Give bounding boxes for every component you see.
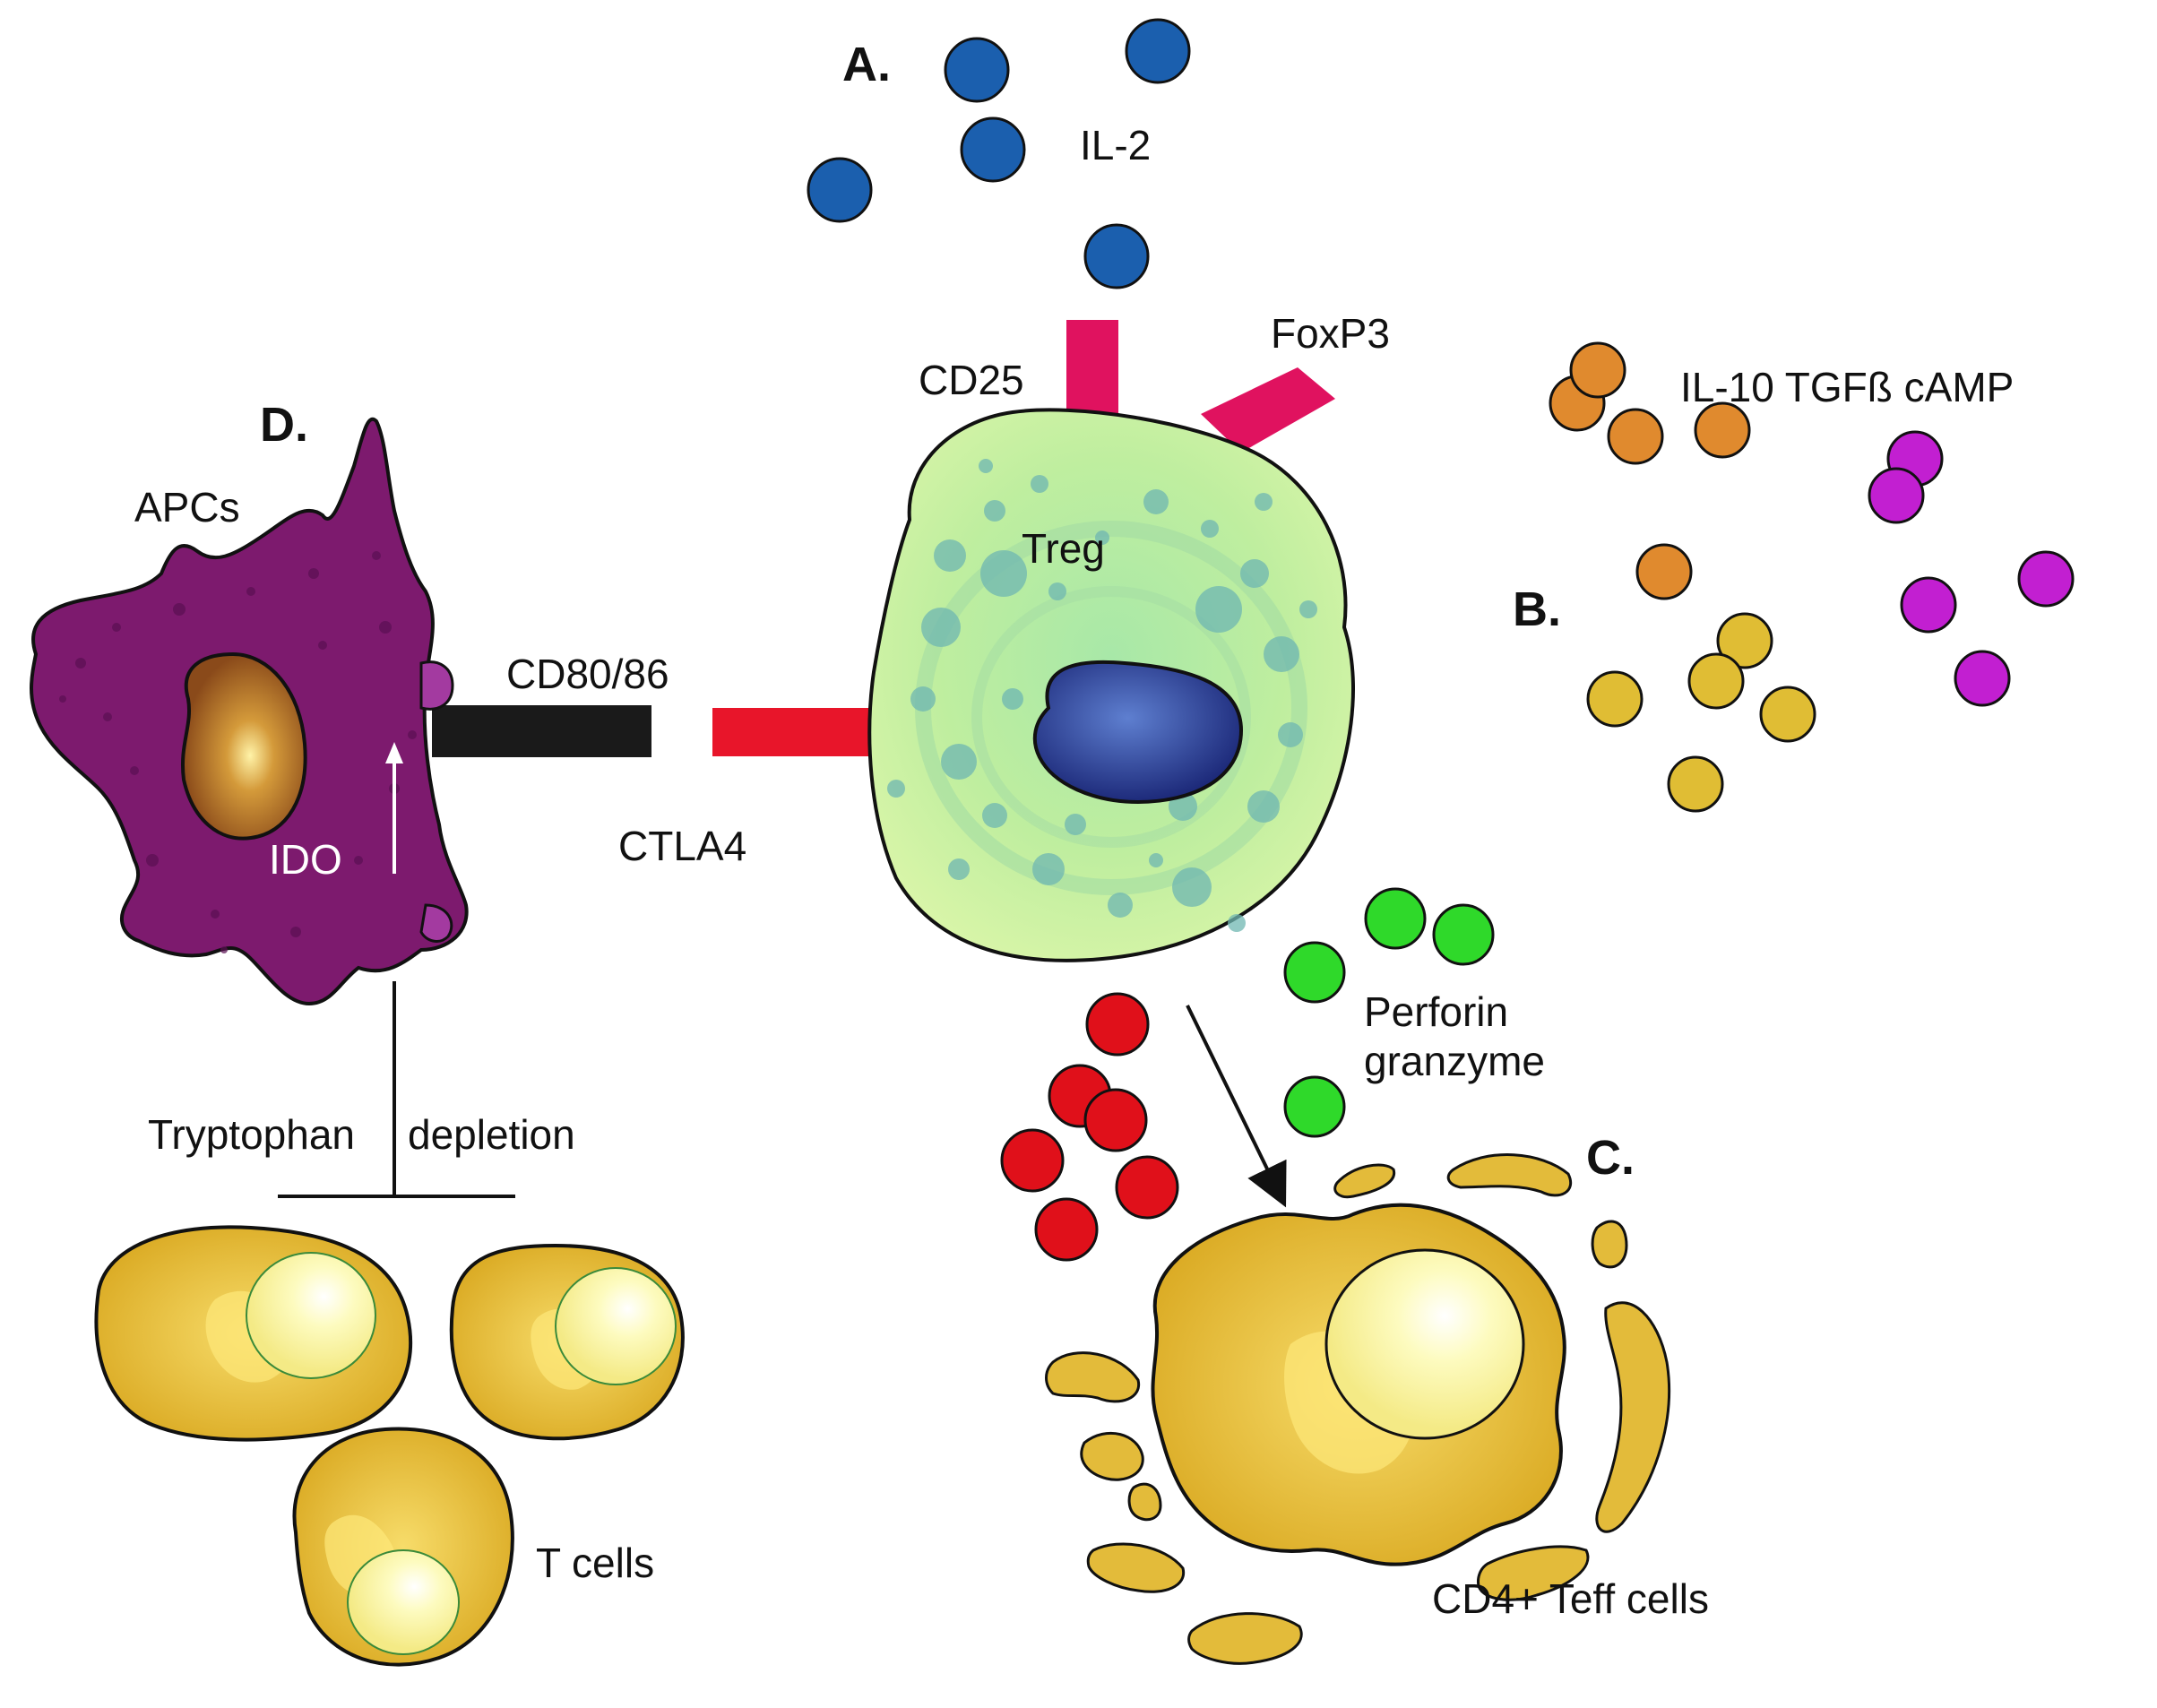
cd25-label: CD25	[919, 357, 1024, 403]
t-cell-1	[94, 1225, 413, 1442]
perforin-molecules	[1283, 887, 1495, 1138]
depletion-label: depletion	[408, 1111, 575, 1158]
il2-molecules	[807, 18, 1191, 289]
cd80-86-label: CD80/86	[506, 651, 669, 697]
apc-cell	[30, 417, 469, 1006]
tryptophan-inhibition	[278, 981, 515, 1198]
ctla4-label: CTLA4	[618, 823, 746, 869]
perforin-label: Perforin	[1364, 988, 1508, 1035]
cd4-teff-cell	[1151, 1203, 1566, 1566]
panel-a-label: A.	[842, 38, 891, 91]
treg-to-teff-arrow	[1186, 1005, 1287, 1208]
apcs-label: APCs	[134, 484, 240, 531]
treg-label: Treg	[1022, 525, 1105, 572]
panel-d-label: D.	[260, 398, 308, 452]
cd80-86-receptor	[432, 705, 651, 757]
t-cell-3	[292, 1427, 514, 1667]
t-cell-2	[449, 1243, 685, 1441]
tryptophan-label: Tryptophan	[148, 1111, 355, 1158]
il2-label: IL-2	[1080, 122, 1151, 168]
ido-label: IDO	[269, 836, 342, 883]
granzyme-label: granzyme	[1364, 1038, 1545, 1084]
t-cells-label: T cells	[536, 1540, 654, 1586]
treg-nucleus	[1032, 660, 1244, 805]
cell-debris	[1045, 1153, 1670, 1665]
tgfb-molecules	[1868, 430, 2075, 707]
cd4-teff-label: CD4+ Teff cells	[1432, 1575, 1709, 1622]
apc-nucleus	[181, 651, 307, 841]
foxp3-label: FoxP3	[1271, 310, 1390, 357]
il10-molecules	[1549, 341, 1751, 600]
foxp3-receptor	[1201, 367, 1335, 453]
il10-tgfb-camp-label: IL-10 TGFß cAMP	[1680, 364, 2014, 410]
treg-cell	[867, 408, 1355, 962]
camp-molecules	[1586, 612, 1816, 813]
granzyme-molecules	[1000, 992, 1179, 1262]
ctla4-receptor	[712, 708, 892, 756]
panel-c-label: C.	[1586, 1131, 1635, 1185]
panel-b-label: B.	[1513, 582, 1561, 636]
